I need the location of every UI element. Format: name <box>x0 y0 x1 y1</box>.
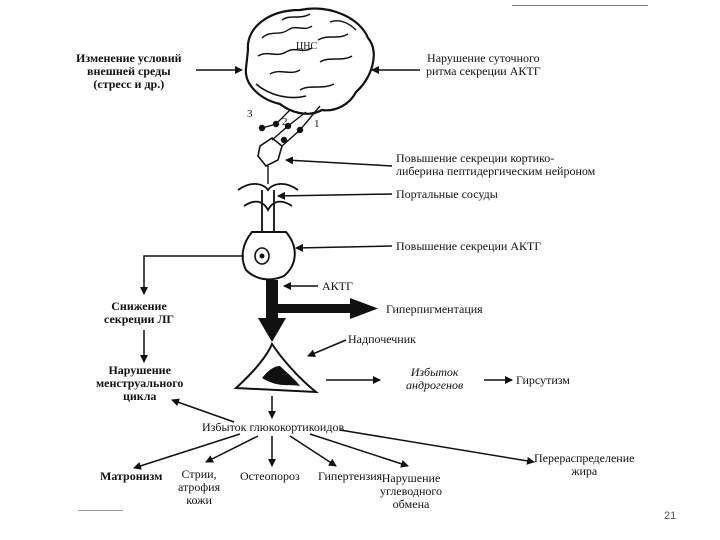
label-num-1: 1 <box>314 118 320 130</box>
label-acth: АКТГ <box>322 279 353 293</box>
bottom-rule <box>78 510 123 511</box>
label-fat-redistribution: Перераспределение жира <box>534 451 635 478</box>
top-rule <box>512 5 648 6</box>
label-androgen-excess: Избыток андрогенов <box>406 365 464 392</box>
label-osteoporosis: Остеопороз <box>240 469 300 483</box>
label-glucocorticoid-excess: Избыток глюкокортикоидов <box>202 420 345 434</box>
label-menstrual: Нарушение менструального цикла <box>96 363 184 403</box>
label-carb-metabolism: Нарушение углеводного обмена <box>380 471 443 511</box>
lh-feedback-line <box>140 255 244 295</box>
portal-vessels-icon <box>237 183 299 232</box>
label-hyperpigmentation: Гиперпигментация <box>386 302 483 316</box>
label-num-2: 2 <box>282 116 288 128</box>
label-crh: Повышение секреции кортико- либерина пеп… <box>396 151 596 178</box>
label-lh-decrease: Снижение секреции ЛГ <box>104 299 175 326</box>
label-adrenal: Надпочечник <box>348 332 416 346</box>
label-portal: Портальные сосуды <box>396 187 498 201</box>
label-striae: Стрии, атрофия кожи <box>178 467 221 507</box>
label-external-change: Изменение условий внешней среды (стресс … <box>76 51 182 91</box>
acth-pathway-arrows <box>258 280 378 342</box>
label-circadian: Нарушение суточного ритма секреции АКТГ <box>426 51 541 78</box>
pituitary-cell-icon <box>241 231 296 281</box>
label-num-3: 3 <box>247 108 253 120</box>
label-hirsutism: Гирсутизм <box>516 373 570 387</box>
label-acth-rise: Повышение секреции АКТГ <box>396 239 542 253</box>
page-number: 21 <box>664 510 677 522</box>
label-matronism: Матронизм <box>100 469 163 483</box>
thin-arrows <box>133 66 535 470</box>
label-hypertension: Гипертензия <box>318 469 383 483</box>
brain-icon <box>244 7 375 115</box>
label-cns: ЦНС <box>296 41 318 52</box>
adrenal-gland-icon <box>233 341 320 394</box>
neuron-cluster-icon <box>257 105 321 184</box>
